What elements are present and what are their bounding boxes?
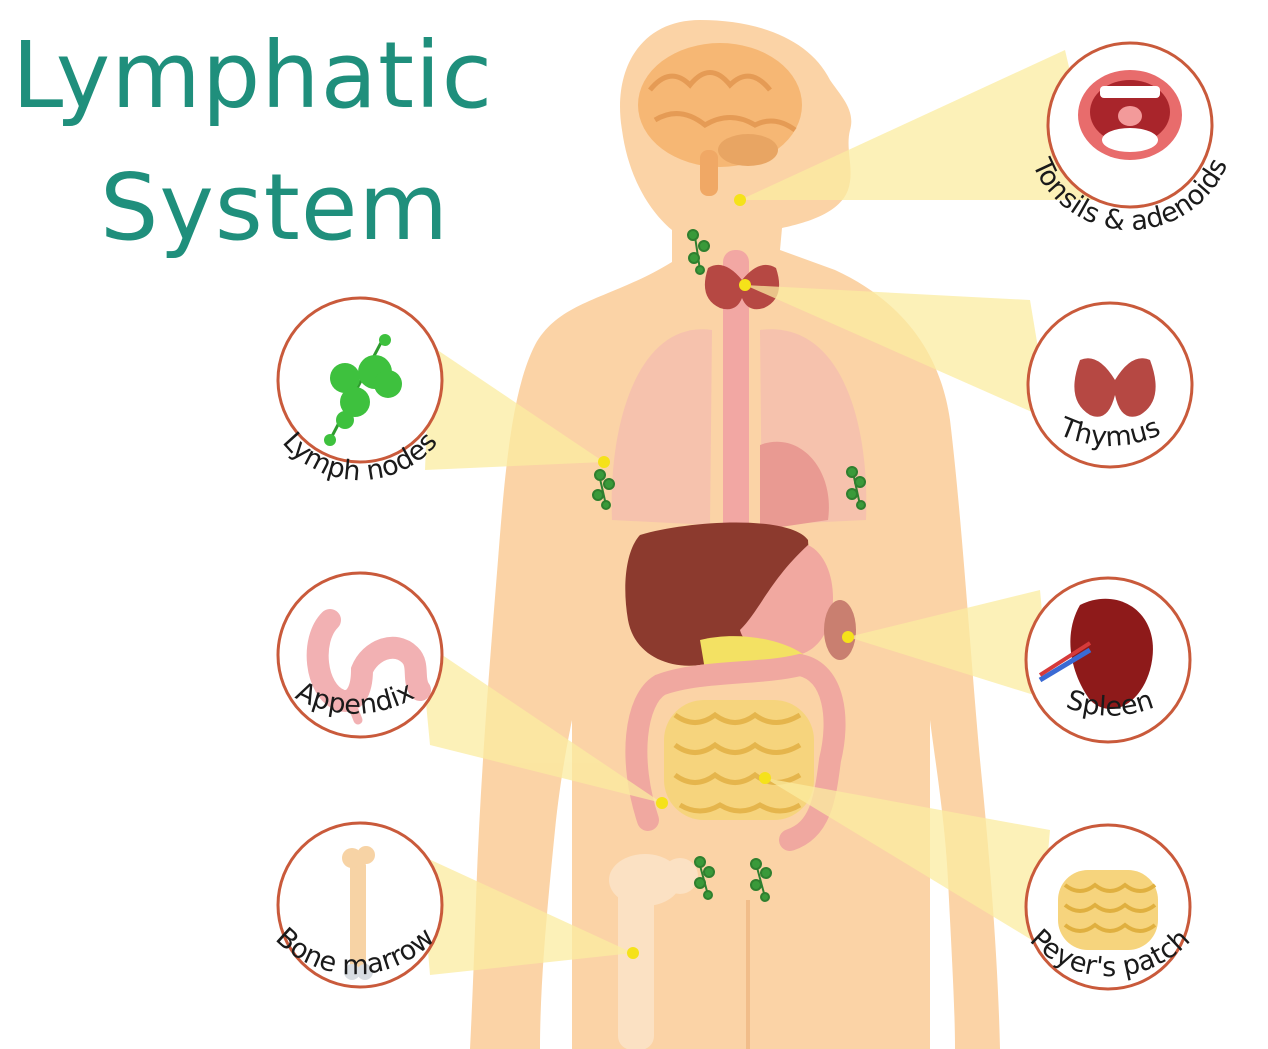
organ-markers bbox=[598, 194, 854, 959]
lymph-node-cluster-armpit-left bbox=[846, 466, 866, 510]
marker-bone-marrow bbox=[627, 947, 639, 959]
marker-spleen bbox=[842, 631, 854, 643]
thymus-icon bbox=[1074, 358, 1156, 417]
large-intestine bbox=[625, 653, 846, 851]
marker-lymph-node bbox=[598, 456, 610, 468]
lymph-node-cluster-armpit-right bbox=[592, 469, 615, 510]
marker-appendix bbox=[656, 797, 668, 809]
marker-thymus bbox=[739, 279, 751, 291]
lymph-node-cluster-neck bbox=[687, 229, 710, 275]
marker-tonsils bbox=[734, 194, 746, 206]
spleen-organ bbox=[824, 600, 856, 660]
peyers-patch-icon bbox=[1058, 870, 1158, 950]
stomach bbox=[740, 545, 834, 658]
spleen-icon bbox=[1038, 598, 1153, 709]
lymph-node-icon bbox=[324, 334, 402, 446]
marker-peyers-patch bbox=[759, 772, 771, 784]
heart bbox=[760, 441, 829, 530]
title-line-1: Lymphatic bbox=[12, 22, 494, 129]
brain-illustration bbox=[638, 43, 802, 196]
bone-icon bbox=[342, 846, 375, 980]
trachea bbox=[723, 250, 749, 610]
small-intestine bbox=[664, 700, 814, 820]
lung-right bbox=[611, 329, 712, 525]
femur-illustration bbox=[609, 854, 698, 1049]
lymph-node-cluster-groin-left bbox=[750, 858, 772, 902]
title-line-2: System bbox=[100, 154, 450, 261]
lymph-node-cluster-groin-right bbox=[694, 856, 715, 900]
appendix-icon bbox=[306, 609, 431, 725]
mouth-icon bbox=[1078, 70, 1182, 160]
pointer-beams bbox=[420, 50, 1100, 975]
